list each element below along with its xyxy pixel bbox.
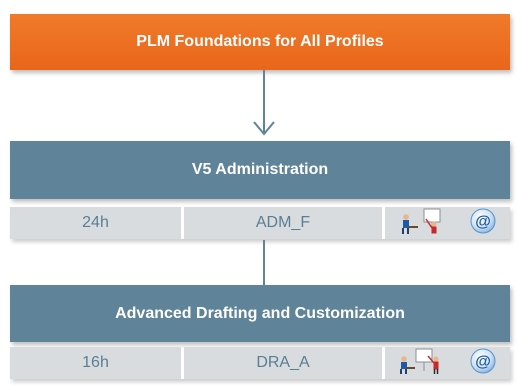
course-delivery-icons: @ (385, 347, 510, 379)
e-learning-at-icon[interactable]: @ (469, 347, 497, 380)
course-info-row: 24h ADM_F (10, 207, 510, 239)
plm-foundations-title: PLM Foundations for All Profiles (136, 33, 384, 50)
e-learning-at-icon[interactable]: @ (469, 207, 497, 240)
course-delivery-icons: @ (385, 207, 510, 239)
down-arrow-icon (253, 70, 275, 136)
course-code: ADM_F (184, 207, 382, 239)
course-header-v5-administration[interactable]: V5 Administration (10, 141, 510, 199)
course-hours: 24h (10, 207, 181, 239)
plm-foundations-box: PLM Foundations for All Profiles (10, 14, 510, 70)
course-title: Advanced Drafting and Customization (115, 304, 405, 322)
course-hours: 16h (10, 347, 181, 379)
course-info-row: 16h DRA_A (10, 347, 510, 379)
instructor-led-training-icon[interactable] (398, 347, 444, 380)
course-title: V5 Administration (191, 161, 329, 178)
course-header-advanced-drafting[interactable]: Advanced Drafting and Customization (10, 285, 510, 342)
course-code: DRA_A (184, 347, 382, 379)
svg-text:@: @ (475, 213, 491, 230)
svg-text:@: @ (475, 353, 491, 370)
instructor-led-training-icon[interactable] (398, 207, 444, 240)
connector-line (263, 240, 265, 285)
